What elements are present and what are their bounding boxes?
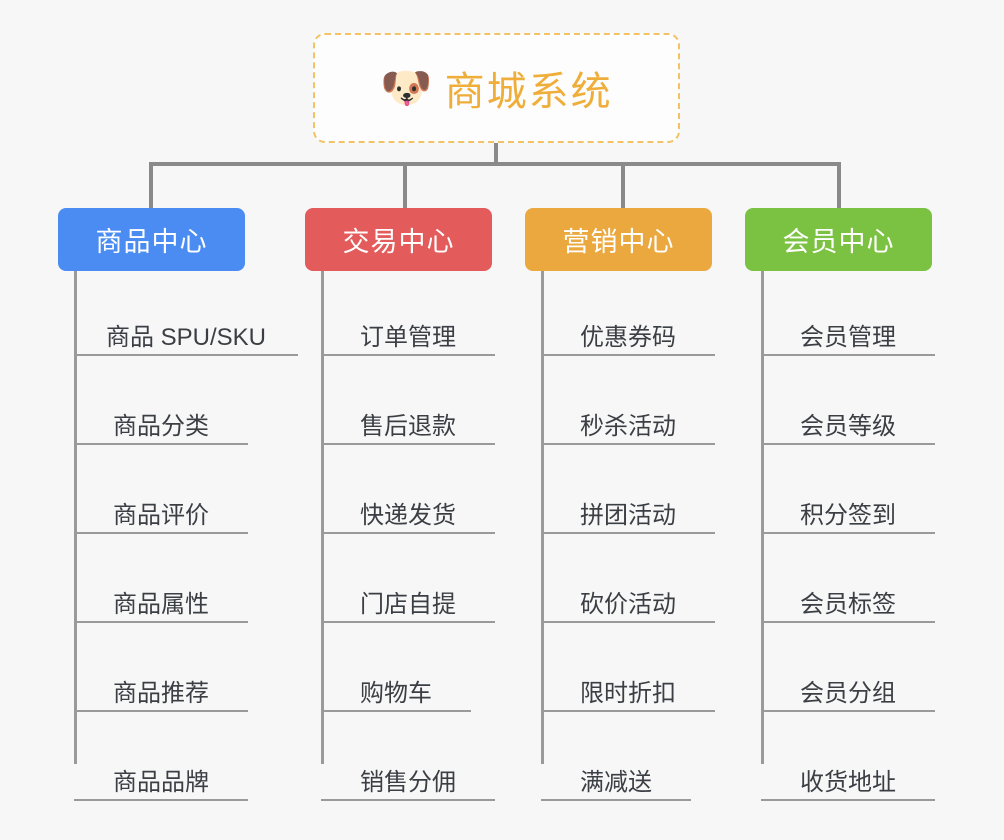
branch-header-label-2: 交易中心 <box>342 227 455 257</box>
branch-header-label-4: 会员中心 <box>782 227 895 257</box>
leaf-item-1-1[interactable]: 商品 SPU/SKU <box>74 308 298 356</box>
leaf-item-4-6[interactable]: 收货地址 <box>761 753 935 801</box>
leaf-item-4-5[interactable]: 会员分组 <box>761 664 935 712</box>
leaf-item-1-6[interactable]: 商品品牌 <box>74 753 248 801</box>
leaf-item-3-5[interactable]: 限时折扣 <box>541 664 715 712</box>
branch-header-2[interactable]: 交易中心 <box>305 208 492 271</box>
leaf-item-4-4[interactable]: 会员标签 <box>761 575 935 623</box>
leaf-item-3-6[interactable]: 满减送 <box>541 753 691 801</box>
leaf-label-3-4: 砍价活动 <box>580 590 676 618</box>
root-node-mall-system[interactable]: 🐶 商城系统 <box>313 33 680 143</box>
leaf-item-2-5[interactable]: 购物车 <box>321 664 471 712</box>
leaf-label-3-6: 满减送 <box>580 768 652 796</box>
leaf-label-3-3: 拼团活动 <box>580 501 676 529</box>
leaf-label-1-6: 商品品牌 <box>113 768 209 796</box>
leaf-label-1-4: 商品属性 <box>113 590 209 618</box>
branch-spine-2 <box>321 271 324 764</box>
leaf-item-1-3[interactable]: 商品评价 <box>74 486 248 534</box>
leaf-item-3-2[interactable]: 秒杀活动 <box>541 397 715 445</box>
leaf-label-2-4: 门店自提 <box>360 590 456 618</box>
leaf-label-1-5: 商品推荐 <box>113 679 209 707</box>
leaf-item-4-1[interactable]: 会员管理 <box>761 308 935 356</box>
leaf-item-2-3[interactable]: 快递发货 <box>321 486 495 534</box>
branch-header-label-1: 商品中心 <box>95 227 208 257</box>
leaf-label-3-5: 限时折扣 <box>580 679 676 707</box>
connector-drop-3 <box>621 162 625 208</box>
leaf-item-4-2[interactable]: 会员等级 <box>761 397 935 445</box>
leaf-label-1-3: 商品评价 <box>113 501 209 529</box>
leaf-item-3-3[interactable]: 拼团活动 <box>541 486 715 534</box>
leaf-label-2-3: 快递发货 <box>360 501 456 529</box>
leaf-label-3-1: 优惠券码 <box>580 323 676 351</box>
branch-header-label-3: 营销中心 <box>562 227 675 257</box>
connector-horizontal-bar <box>149 162 841 166</box>
connector-drop-1 <box>149 162 153 208</box>
branch-header-1[interactable]: 商品中心 <box>58 208 245 271</box>
leaf-label-3-2: 秒杀活动 <box>580 412 676 440</box>
leaf-label-2-2: 售后退款 <box>360 412 456 440</box>
leaf-label-2-1: 订单管理 <box>360 323 456 351</box>
leaf-item-2-6[interactable]: 销售分佣 <box>321 753 495 801</box>
leaf-item-2-4[interactable]: 门店自提 <box>321 575 495 623</box>
branch-spine-4 <box>761 271 764 764</box>
leaf-item-3-1[interactable]: 优惠券码 <box>541 308 715 356</box>
leaf-item-1-4[interactable]: 商品属性 <box>74 575 248 623</box>
leaf-item-1-2[interactable]: 商品分类 <box>74 397 248 445</box>
branch-header-4[interactable]: 会员中心 <box>745 208 932 271</box>
connector-drop-2 <box>403 162 407 208</box>
leaf-label-2-6: 销售分佣 <box>360 768 456 796</box>
leaf-item-1-5[interactable]: 商品推荐 <box>74 664 248 712</box>
branch-spine-3 <box>541 271 544 764</box>
shiba-dog-face-icon: 🐶 <box>380 64 433 111</box>
leaf-label-4-4: 会员标签 <box>800 590 896 618</box>
leaf-item-2-2[interactable]: 售后退款 <box>321 397 495 445</box>
branch-spine-1 <box>74 271 77 764</box>
leaf-label-4-6: 收货地址 <box>800 768 896 796</box>
leaf-label-4-2: 会员等级 <box>800 412 896 440</box>
leaf-label-1-2: 商品分类 <box>113 412 209 440</box>
leaf-label-4-3: 积分签到 <box>800 501 896 529</box>
branch-header-3[interactable]: 营销中心 <box>525 208 712 271</box>
leaf-item-4-3[interactable]: 积分签到 <box>761 486 935 534</box>
leaf-label-1-1: 商品 SPU/SKU <box>105 323 267 351</box>
leaf-label-4-5: 会员分组 <box>800 679 896 707</box>
root-node-title: 商城系统 <box>444 70 613 114</box>
connector-drop-4 <box>837 162 841 208</box>
leaf-label-2-5: 购物车 <box>360 679 432 707</box>
leaf-item-3-4[interactable]: 砍价活动 <box>541 575 715 623</box>
connector-root-stem <box>494 143 498 164</box>
leaf-item-2-1[interactable]: 订单管理 <box>321 308 495 356</box>
leaf-label-4-1: 会员管理 <box>800 323 896 351</box>
